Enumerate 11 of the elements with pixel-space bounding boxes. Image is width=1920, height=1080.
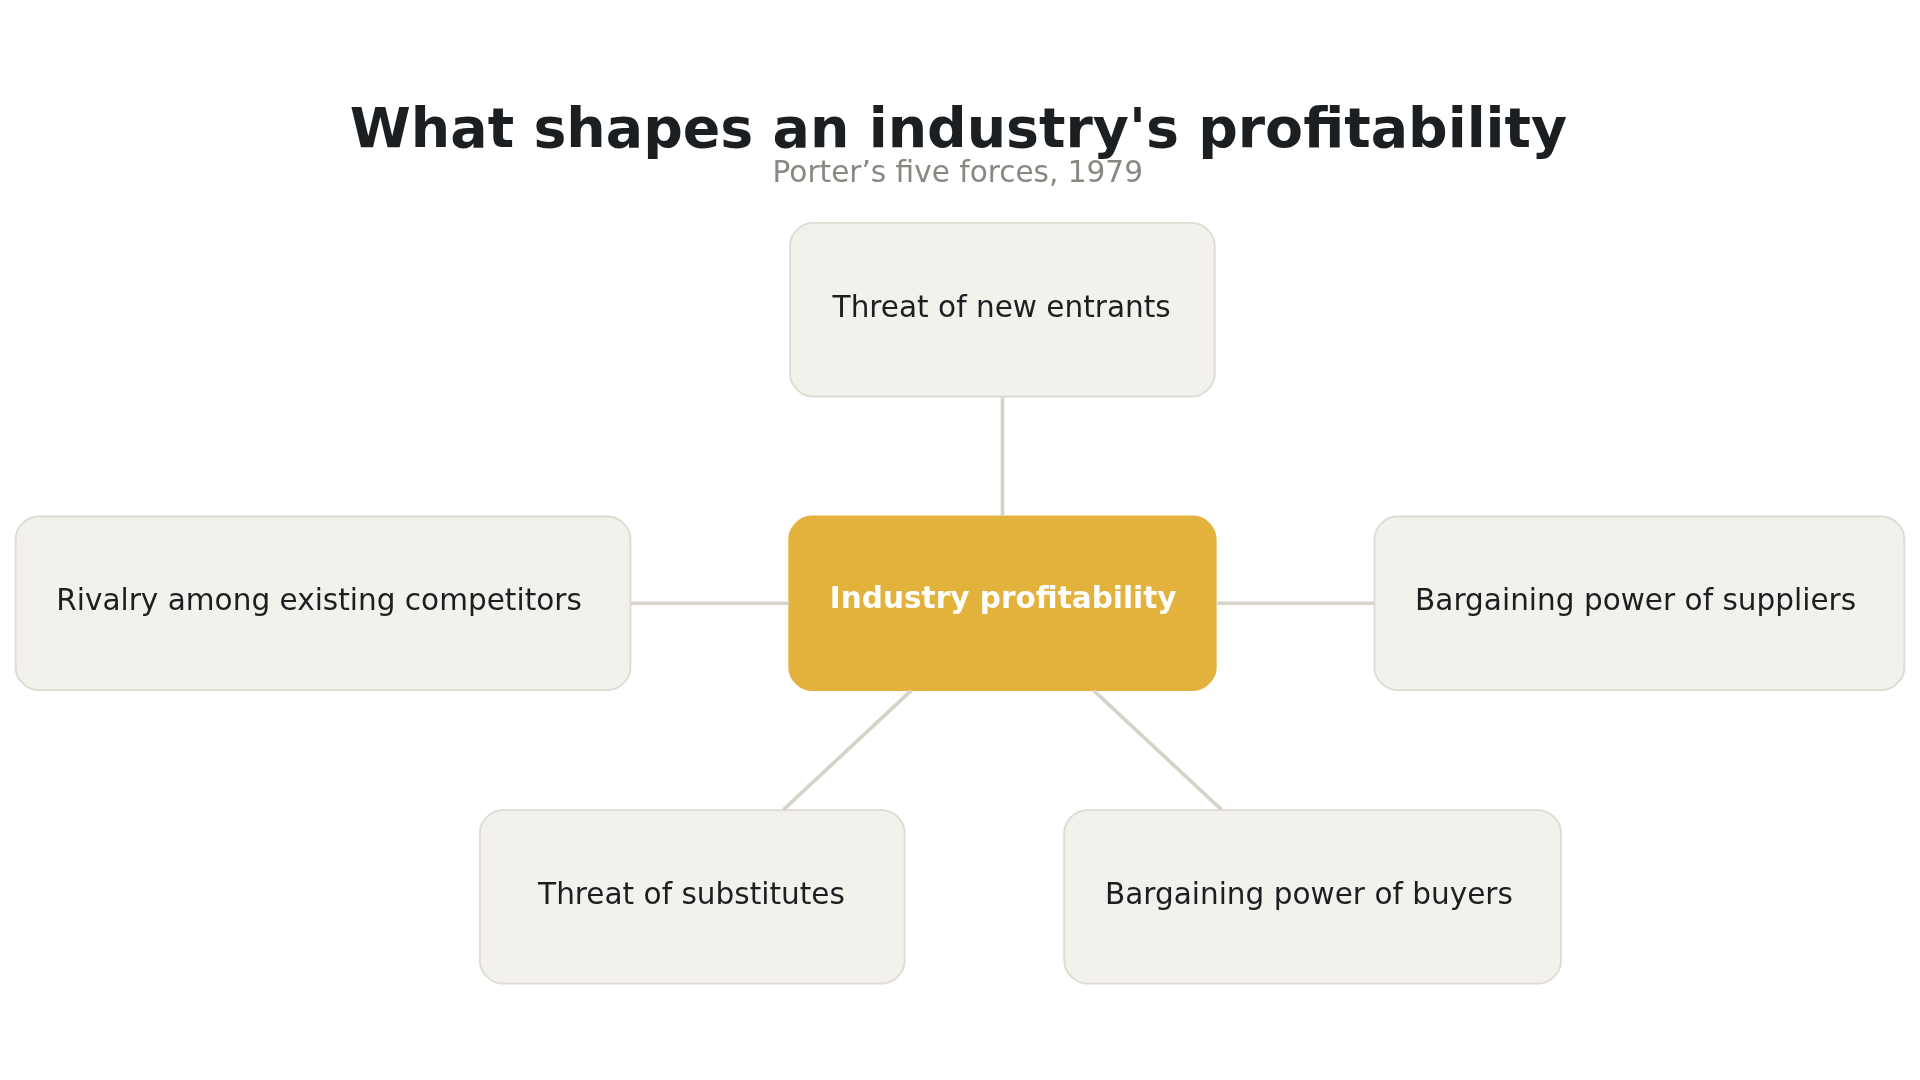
node-box: Threat of substitutes [479, 808, 906, 985]
node-box: Industry profitability [788, 515, 1217, 691]
node-box: Bargaining power of suppliers [1373, 515, 1906, 691]
connector [1092, 688, 1223, 811]
connector [782, 688, 913, 811]
node-box: Bargaining power of buyers [1063, 808, 1562, 985]
node-box: Threat of new entrants [789, 221, 1216, 397]
connector [1215, 600, 1374, 605]
connector [1000, 396, 1005, 516]
node-box: Rivalry among existing competitors [14, 515, 632, 691]
connector [630, 600, 790, 605]
